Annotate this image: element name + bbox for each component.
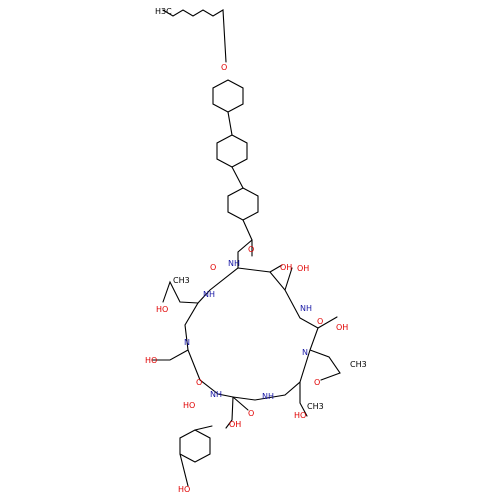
ho-threonine-right-label: HO xyxy=(294,411,306,420)
carbonyl-proline-right-label: O xyxy=(314,378,320,387)
ether-oxygen-label: O xyxy=(221,63,227,72)
carbonyl-left-top-label: O xyxy=(210,263,216,272)
ho-left-label: HO xyxy=(156,305,168,314)
hydroxyl-b-label: OH xyxy=(297,264,309,273)
ho-proline-left-label: HO xyxy=(145,356,157,365)
nh-right-label: NH xyxy=(300,304,312,313)
ch3-threonine-right-label: CH3 xyxy=(307,402,324,411)
ho-phenol-label: HO xyxy=(178,485,190,494)
carbonyl-bottom-mid-label: O xyxy=(248,409,254,418)
nitrogen-proline-left-label: N xyxy=(184,338,190,347)
ch3-proline-right-label: CH3 xyxy=(350,360,367,369)
oh-side-b-label: OH xyxy=(229,420,241,429)
nh-bottom-right-label: NH xyxy=(262,392,274,401)
ho-side-a-label: HO xyxy=(183,401,195,410)
pentyl-chain xyxy=(162,9,227,63)
terphenyl-rings xyxy=(212,79,259,241)
carbonyl-right-label: O xyxy=(317,317,323,326)
hydroxyl-proline-right-label: OH xyxy=(336,323,348,332)
carbonyl-bottom-left-label: O xyxy=(196,378,202,387)
ch3-left-label: CH3 xyxy=(173,276,190,285)
nh-bottom-left-label: NH xyxy=(210,390,222,399)
nh-left-label: NH xyxy=(203,290,215,299)
amide-oxygen-label: O xyxy=(248,245,254,254)
cyclic-peptide-core xyxy=(151,239,341,429)
phenol-ring xyxy=(179,425,213,487)
nitrogen-proline-right-label: N xyxy=(302,348,308,357)
amide-nh-label: NH xyxy=(228,259,240,268)
ch3-top-label: H3C xyxy=(155,7,172,16)
hydroxyl-a-label: OH xyxy=(280,263,292,272)
